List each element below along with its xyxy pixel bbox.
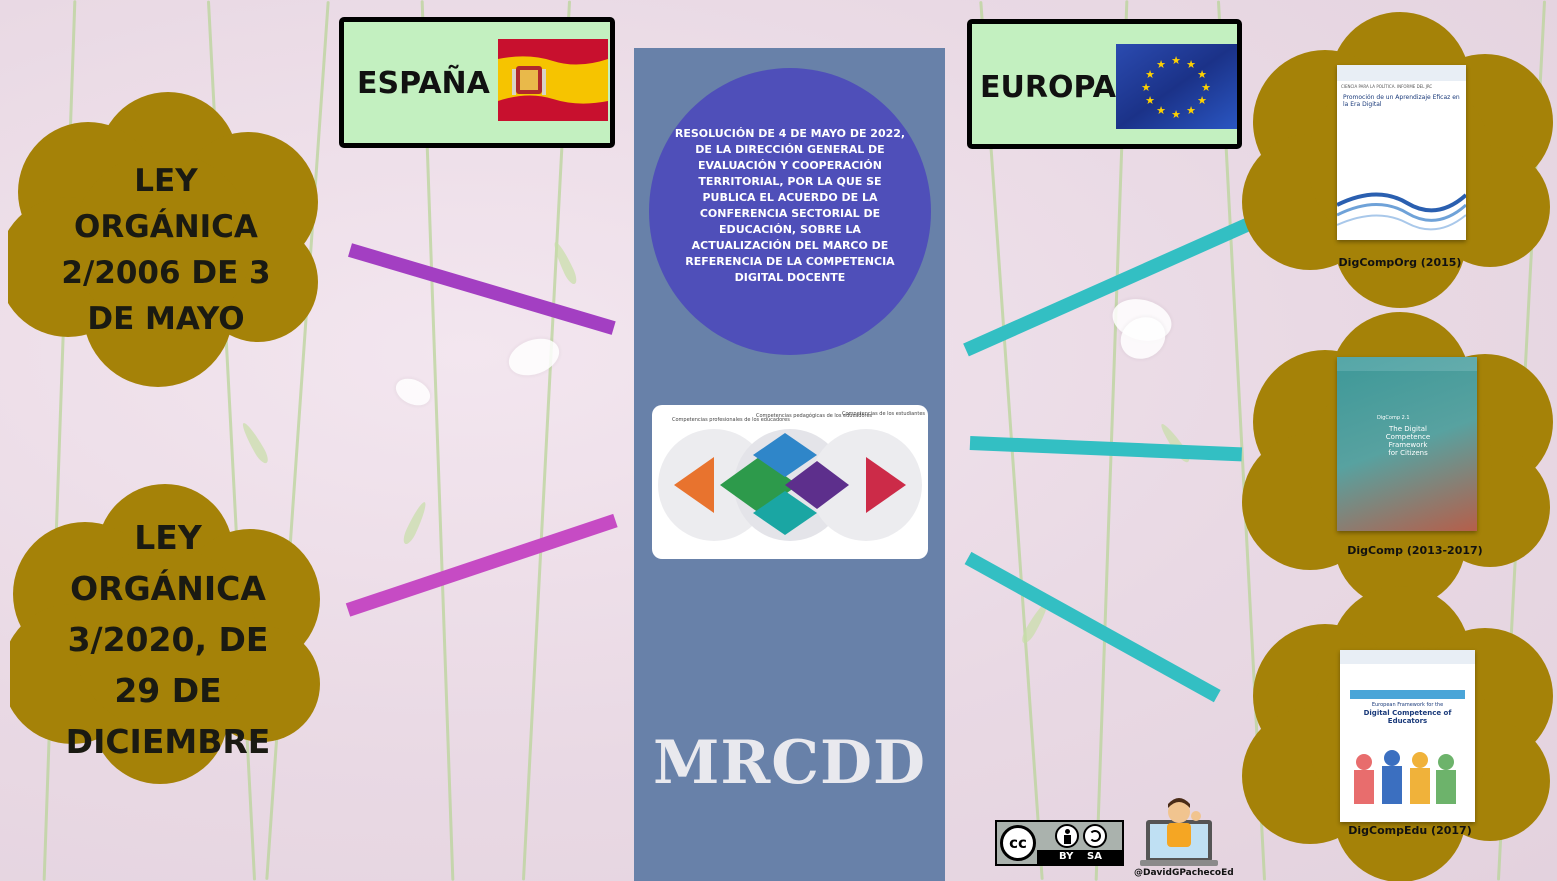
digcompedu-cover: European Framework for the Digital Compe… (1340, 650, 1475, 822)
svg-text:★: ★ (1156, 58, 1166, 71)
svg-text:★: ★ (1145, 68, 1155, 81)
cc-license-badge: cc BY SA (995, 820, 1124, 866)
svg-text:★: ★ (1201, 81, 1211, 94)
cc-icon: cc (1000, 825, 1036, 861)
spain-label: ESPAÑA (357, 66, 490, 101)
svg-text:★: ★ (1197, 94, 1207, 107)
svg-text:★: ★ (1186, 58, 1196, 71)
cover-title: Digital Competence of Educators (1363, 709, 1452, 725)
law-1-text: LEY ORGÁNICA 2/2006 DE 3 DE MAYO (61, 163, 271, 337)
europe-box: EUROPA ★★★ ★★★ ★★★ ★★★ (967, 19, 1242, 149)
doc-label-3: DigCompEdu (2017) (1348, 824, 1472, 837)
connector-line (964, 551, 1221, 703)
svg-text:★: ★ (1141, 81, 1151, 94)
svg-text:★: ★ (1145, 94, 1155, 107)
connector-line (963, 217, 1253, 357)
cover-header: DigComp 2.1 (1377, 415, 1410, 421)
connector-line (345, 513, 618, 617)
cover-title: Promoción de un Aprendizaje Eficaz en la… (1343, 94, 1460, 108)
cover-header: CIENCIA PARA LA POLÍTICA. INFORME DEL JR… (1341, 84, 1433, 89)
author-avatar (1140, 798, 1218, 868)
sa-icon (1083, 824, 1107, 848)
doc-label-2: DigComp (2013-2017) (1347, 544, 1483, 557)
resolution-text: RESOLUCIÓN DE 4 DE MAYO DE 2022, DE LA D… (674, 127, 906, 284)
spain-flag-icon (498, 39, 608, 121)
flower (503, 332, 565, 382)
spain-box: ESPAÑA (339, 17, 615, 148)
connector-line (348, 243, 616, 335)
author-handle: @DavidGPachecoEd (1134, 868, 1234, 878)
digcomporg-cover: CIENCIA PARA LA POLÍTICA. INFORME DEL JR… (1337, 65, 1466, 240)
framework-top-label: Competencias profesionales de los educad… (672, 417, 790, 423)
svg-text:★: ★ (1197, 68, 1207, 81)
eu-flag-icon: ★★★ ★★★ ★★★ ★★★ (1116, 44, 1237, 129)
digcomp-cover: DigComp 2.1 The Digital Competence Frame… (1337, 357, 1477, 531)
flower (391, 373, 435, 411)
svg-text:★: ★ (1171, 54, 1181, 67)
leaf (400, 500, 430, 546)
svg-text:★: ★ (1171, 108, 1181, 121)
framework-top-label: Competencias pedagógicas de los educador… (756, 412, 873, 419)
resolution-circle (649, 68, 931, 355)
cover-header: European Framework for the (1371, 702, 1444, 708)
mrcdd-title: MRCDD (652, 728, 927, 798)
sa-label: SA (1087, 851, 1102, 862)
doc-label-1: DigCompOrg (2015) (1338, 256, 1462, 269)
framework-diagram: Competencias profesionales de los educad… (652, 405, 928, 559)
law-2-text: LEY ORGÁNICA 3/2020, DE 29 DE DICIEMBRE (65, 518, 271, 761)
by-label: BY (1059, 851, 1074, 862)
svg-text:★: ★ (1186, 104, 1196, 117)
svg-text:★: ★ (1156, 104, 1166, 117)
leaf (239, 420, 271, 466)
framework-top-label: Competencias de los estudiantes (842, 411, 925, 417)
europe-label: EUROPA (980, 70, 1116, 105)
by-icon (1055, 824, 1079, 848)
cover-title: The Digital Competence Framework for Cit… (1385, 425, 1431, 457)
